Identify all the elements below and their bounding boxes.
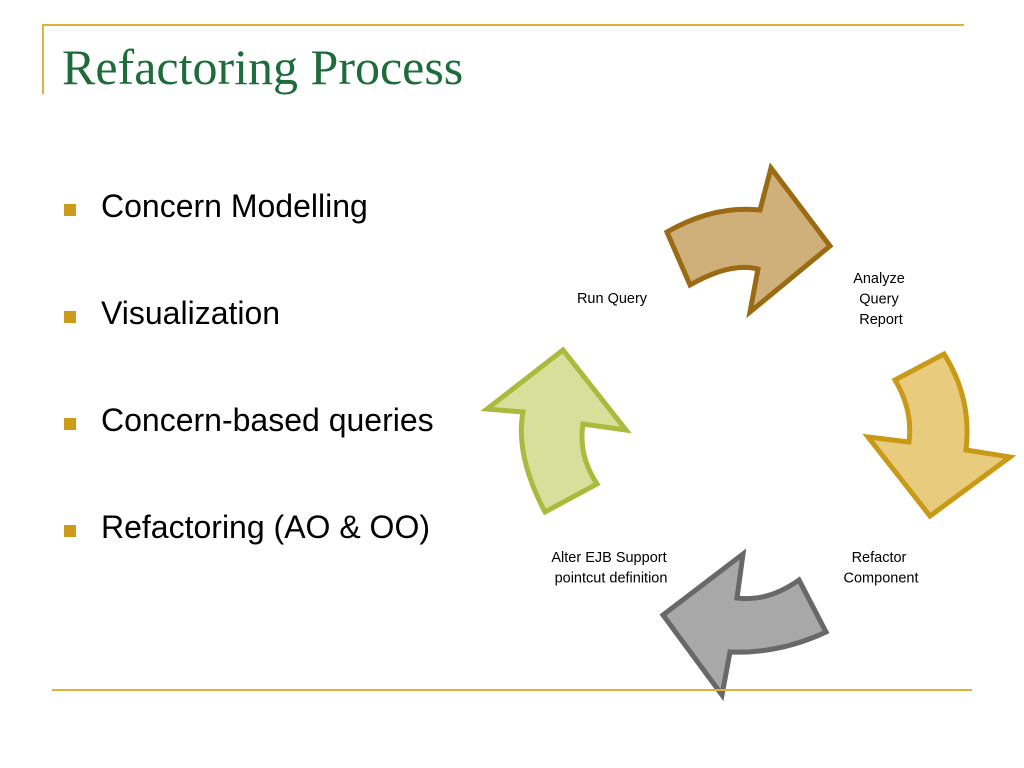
step-label-refactor-component: Refactor Component	[844, 550, 919, 587]
step-label-line: Report	[859, 312, 903, 328]
left-accent-rule	[42, 24, 44, 94]
cycle-arrow-bottom	[659, 548, 830, 702]
square-bullet-icon	[64, 311, 76, 323]
bullet-text: Concern-based queries	[101, 402, 434, 438]
bullet-text: Refactoring (AO & OO)	[101, 509, 430, 545]
step-label-line: Analyze	[853, 271, 905, 287]
step-label-run-query: Run Query	[577, 291, 648, 307]
step-label-line: pointcut definition	[555, 571, 668, 587]
slide-title: Refactoring Process	[62, 39, 464, 95]
step-label-line: Component	[844, 571, 919, 587]
step-label-line: Query	[859, 292, 899, 308]
top-accent-rule	[42, 24, 964, 26]
bullet-text: Concern Modelling	[101, 188, 368, 224]
step-label-alter-ejb-support: Alter EJB Support pointcut definition	[551, 550, 670, 587]
square-bullet-icon	[64, 418, 76, 430]
step-label-line: Alter EJB Support	[551, 550, 666, 566]
step-label-line: Refactor	[852, 550, 907, 566]
cycle-arrow-left	[480, 346, 632, 516]
step-label-line: Run Query	[577, 291, 648, 307]
square-bullet-icon	[64, 525, 76, 537]
bottom-accent-rule	[52, 689, 972, 691]
cycle-arrow-right	[862, 350, 1017, 520]
square-bullet-icon	[64, 204, 76, 216]
step-label-analyze-query-report: Analyze Query Report	[853, 271, 909, 328]
bullet-text: Visualization	[101, 295, 281, 331]
cycle-arrow-top	[663, 162, 834, 319]
